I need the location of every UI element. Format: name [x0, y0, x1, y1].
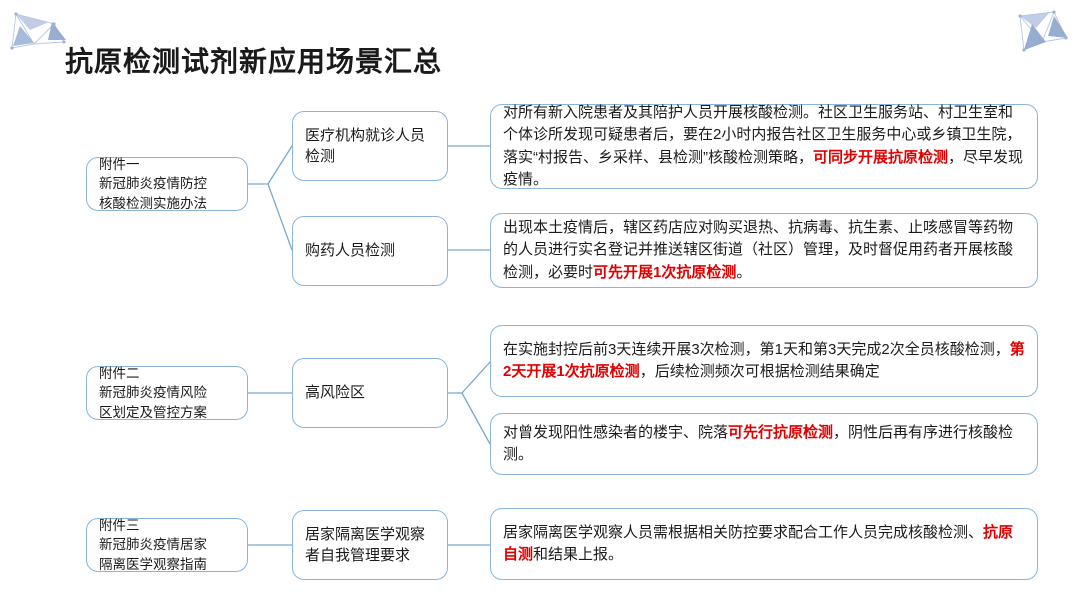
attachment-label-1: 附件一 新冠肺炎疫情防控 核酸检测实施办法 [99, 157, 207, 211]
topic-label-high-risk-area: 高风险区 [305, 384, 366, 402]
highlighted-phrase: 抗原自测 [503, 523, 1014, 564]
detail-node-1[interactable]: 对所有新入院患者及其陪护人员开展核酸检测。社区卫生服务站、村卫生室和个体诊所发现… [490, 104, 1038, 189]
detail-text-3: 在实施封控后前3天连续开展3次检测，第1天和第3天完成2次全员核酸检测，第2天开… [491, 339, 1037, 384]
body-phrase: 对曾发现阳性感染者的楼宇、院落 [503, 423, 729, 441]
wire-a1-to-topic1 [267, 145, 293, 185]
topic-label-drug-purchaser: 购药人员检测 [305, 242, 396, 260]
topic-label-home-quarantine: 居家隔离医学观察 者自我管理要求 [305, 525, 426, 564]
detail-text-2: 出现本土疫情后，辖区药店应对购买退热、抗病毒、抗生素、止咳感冒等药物的人员进行实… [491, 217, 1037, 285]
body-phrase: ，尽早发现疫情。 [503, 148, 1024, 189]
topic-node-home-quarantine[interactable]: 居家隔离医学观察 者自我管理要求 [292, 510, 448, 580]
body-phrase: 和结果上报。 [533, 546, 624, 563]
topic-node-drug-purchaser[interactable]: 购药人员检测 [292, 216, 448, 286]
body-phrase: 出现本土疫情后，辖区药店应对购买退热、抗病毒、抗生素、止咳感冒等药物的人员进行实… [503, 218, 1014, 281]
wire-topic3-to-detail3 [461, 361, 491, 394]
body-phrase: 居家隔离医学观察人员需根据相关防控要求配合工作人员完成核酸检测、 [503, 523, 984, 541]
attachment-node-1[interactable]: 附件一 新冠肺炎疫情防控 核酸检测实施办法 [86, 157, 248, 211]
topic-label-medical-institution: 医疗机构就诊人员 检测 [305, 126, 426, 165]
detail-node-2[interactable]: 出现本土疫情后，辖区药店应对购买退热、抗病毒、抗生素、止咳感冒等药物的人员进行实… [490, 213, 1038, 288]
topic-node-medical-institution[interactable]: 医疗机构就诊人员 检测 [292, 111, 448, 181]
detail-text-4: 对曾发现阳性感染者的楼宇、院落可先行抗原检测，阴性后再有序进行核酸检测。 [491, 422, 1037, 467]
wire-topic3-to-detail4 [461, 392, 491, 445]
body-phrase: 对所有新入院患者及其陪护人员开展核酸检测。社区卫生服务站、村卫生室和个体诊所发现… [503, 103, 1022, 166]
detail-node-4[interactable]: 对曾发现阳性感染者的楼宇、院落可先行抗原检测，阴性后再有序进行核酸检测。 [490, 413, 1038, 475]
detail-text-5: 居家隔离医学观察人员需根据相关防控要求配合工作人员完成核酸检测、抗原自测和结果上… [491, 522, 1037, 567]
topic-node-high-risk-area[interactable]: 高风险区 [292, 358, 448, 428]
highlighted-phrase: 第2天开展1次抗原检测 [503, 340, 1025, 381]
page-title: 抗原检测试剂新应用场景汇总 [65, 46, 443, 77]
body-phrase: ，后续检测频次可根据检测结果确定 [639, 363, 880, 380]
body-phrase: ，阴性后再有序进行核酸检测。 [503, 423, 1014, 464]
body-phrase: 。 [736, 263, 752, 281]
detail-node-3[interactable]: 在实施封控后前3天连续开展3次检测，第1天和第3天完成2次全员核酸检测，第2天开… [490, 325, 1038, 397]
attachment-node-2[interactable]: 附件二 新冠肺炎疫情风险 区划定及管控方案 [86, 366, 248, 420]
highlighted-phrase: 可先行抗原检测 [728, 423, 834, 441]
highlighted-phrase: 可同步开展抗原检测 [813, 148, 949, 166]
detail-node-5[interactable]: 居家隔离医学观察人员需根据相关防控要求配合工作人员完成核酸检测、抗原自测和结果上… [490, 508, 1038, 580]
attachment-label-2: 附件二 新冠肺炎疫情风险 区划定及管控方案 [99, 366, 207, 420]
attachment-label-3: 附件三 新冠肺炎疫情居家 隔离医学观察指南 [99, 518, 207, 572]
highlighted-phrase: 可先开展1次抗原检测 [593, 263, 737, 281]
attachment-node-3[interactable]: 附件三 新冠肺炎疫情居家 隔离医学观察指南 [86, 518, 248, 572]
body-phrase: 在实施封控后前3天连续开展3次检测，第1天和第3天完成2次全员核酸检测， [503, 340, 1010, 358]
wire-a1-to-topic2 [267, 183, 293, 251]
detail-text-1: 对所有新入院患者及其陪护人员开展核酸检测。社区卫生服务站、村卫生室和个体诊所发现… [491, 102, 1037, 192]
